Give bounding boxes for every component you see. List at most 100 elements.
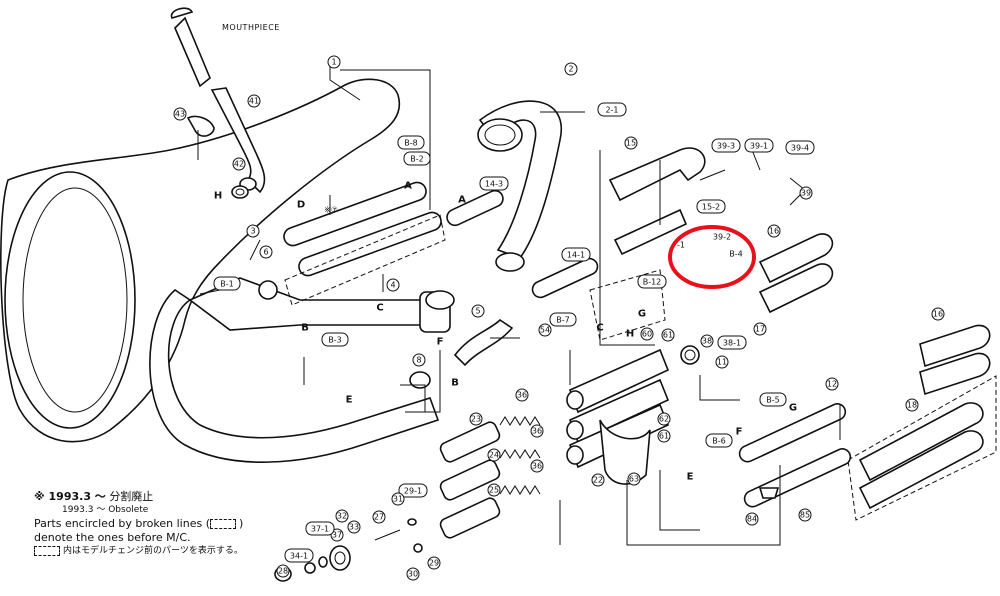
tube-group-4: [258, 181, 514, 389]
label-b4: B-4: [729, 250, 742, 259]
svg-text:F: F: [437, 337, 444, 348]
svg-text:3: 3: [250, 227, 255, 236]
svg-text:5: 5: [475, 307, 480, 316]
slides-16-18: [758, 233, 997, 521]
label-p32: 32: [335, 509, 349, 523]
svg-text:11: 11: [717, 358, 727, 367]
svg-text:※⑦: ※⑦: [324, 206, 338, 215]
svg-text:C: C: [376, 303, 383, 314]
svg-text:39-1: 39-1: [750, 142, 768, 151]
dashed-box-icon: [34, 545, 60, 556]
svg-text:H: H: [626, 329, 634, 340]
svg-text:E: E: [346, 395, 353, 406]
svg-text:32: 32: [337, 512, 347, 521]
svg-text:39-3: 39-3: [717, 142, 735, 151]
svg-text:43: 43: [175, 110, 185, 119]
label-p28: 28: [276, 564, 290, 578]
svg-text:B-12: B-12: [643, 278, 662, 287]
label-p85: 85: [798, 508, 812, 522]
svg-text:14-3: 14-3: [485, 180, 503, 189]
label-p54: 54: [538, 323, 552, 337]
label-p17: 17: [753, 322, 767, 336]
label-p7: ※⑦: [324, 206, 338, 215]
label-p15: 15: [624, 136, 638, 150]
label-p2-1: 2-1: [597, 102, 627, 117]
svg-text:-1: -1: [677, 241, 685, 250]
svg-text:18: 18: [907, 401, 917, 410]
label-b7: B-7: [549, 312, 577, 327]
label-p39-1: 39-1: [744, 138, 774, 153]
mouthpiece-label: MOUTHPIECE: [222, 23, 280, 32]
svg-text:G: G: [789, 403, 797, 414]
label-b2: B-2: [403, 151, 431, 166]
label-p39-2: 39-2: [713, 233, 731, 242]
label-p36c: 36: [530, 459, 544, 473]
label-p36b: 36: [530, 424, 544, 438]
label-p12: 12: [825, 377, 839, 391]
svg-text:22: 22: [593, 476, 603, 485]
highlight-circle: [668, 225, 756, 289]
label-p1-partial: -1: [677, 241, 685, 250]
svg-text:B-7: B-7: [556, 316, 569, 325]
label-p18: 18: [905, 398, 919, 412]
part-number-labels: 1 2 2-1 3 4 5 6 ※⑦ 8 11 12 14-1 14-3 15 …: [173, 55, 945, 581]
svg-text:D: D: [297, 200, 305, 211]
svg-text:33: 33: [349, 523, 359, 532]
svg-text:16: 16: [933, 310, 943, 319]
svg-text:29-1: 29-1: [404, 487, 422, 496]
svg-text:15: 15: [626, 139, 636, 148]
legend-line-1: ※ 1993.3 〜 分割廃止: [34, 490, 154, 503]
svg-text:63: 63: [629, 475, 639, 484]
label-p61a: 61: [661, 328, 675, 342]
label-p27: 27: [372, 510, 386, 524]
svg-text:61: 61: [659, 432, 669, 441]
label-p29: 29: [427, 556, 441, 570]
label-b3: B-3: [321, 332, 349, 347]
label-p15-2: 15-2: [696, 199, 726, 214]
svg-text:B-1: B-1: [220, 280, 233, 289]
tubes-12: [738, 403, 852, 508]
svg-text:29: 29: [429, 559, 439, 568]
label-b8: B-8: [397, 135, 425, 150]
svg-text:C: C: [596, 323, 603, 334]
svg-text:A: A: [458, 195, 466, 206]
svg-text:E: E: [687, 472, 694, 483]
svg-text:38: 38: [702, 337, 712, 346]
svg-text:B-5: B-5: [766, 396, 779, 405]
label-p34-1: 34-1: [284, 548, 314, 563]
legend-line-5: 内はモデルチェンジ前のパーツを表示する。: [34, 545, 304, 558]
svg-text:B: B: [451, 378, 459, 389]
svg-text:2-1: 2-1: [605, 106, 618, 115]
svg-text:F: F: [736, 427, 743, 438]
leadpipe-41: [170, 7, 266, 194]
svg-text:30: 30: [408, 570, 418, 579]
svg-text:4: 4: [390, 281, 395, 290]
label-p14-3: 14-3: [479, 176, 509, 191]
valve-caps-bottom: [274, 518, 423, 582]
svg-text:36: 36: [532, 427, 542, 436]
label-p3: 3: [246, 224, 260, 238]
svg-text:B-8: B-8: [404, 139, 417, 148]
bell-part-1: [0, 78, 401, 443]
legend-notes: ※ 1993.3 〜 分割廃止 1993.3 〜 Obsolete Parts …: [34, 490, 304, 558]
svg-text:2: 2: [568, 65, 573, 74]
svg-text:6: 6: [263, 248, 268, 257]
label-p39-3: 39-3: [711, 138, 741, 153]
label-p37-1: 37-1: [305, 521, 335, 536]
svg-text:39-2: 39-2: [713, 233, 731, 242]
label-p38: 38: [700, 334, 714, 348]
label-p14-1: 14-1: [561, 247, 591, 262]
svg-text:23: 23: [471, 415, 481, 424]
svg-text:24: 24: [489, 451, 499, 460]
branch-tube-part-2: [477, 100, 563, 272]
svg-text:36: 36: [517, 391, 527, 400]
svg-text:B-6: B-6: [712, 437, 725, 446]
label-b1: B-1: [213, 276, 241, 291]
valve-section: [566, 345, 700, 485]
label-p2: 2: [564, 62, 578, 76]
connection-letters: A A B B C C D E E F F G G H H: [214, 181, 797, 483]
svg-text:41: 41: [249, 97, 259, 106]
label-p60: 60: [640, 327, 654, 341]
svg-text:16: 16: [769, 227, 779, 236]
label-p39: 39: [799, 186, 813, 200]
